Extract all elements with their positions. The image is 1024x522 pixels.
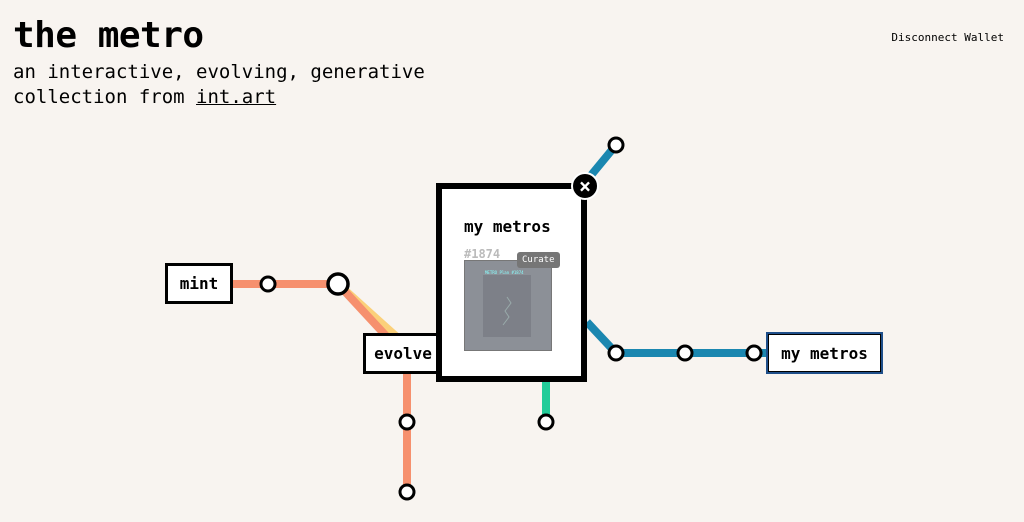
metro-line-art (502, 296, 512, 326)
close-icon[interactable]: × (571, 172, 599, 200)
disconnect-wallet-button[interactable]: Disconnect Wallet (885, 30, 1010, 45)
int-art-link[interactable]: int.art (196, 86, 277, 108)
station-dot (398, 413, 416, 431)
station-my-metros-button[interactable]: my metros (766, 332, 883, 374)
station-dot (537, 413, 555, 431)
station-dot (607, 344, 625, 362)
station-dot (745, 344, 763, 362)
token-id: #1874 (464, 247, 501, 261)
subtitle-line-1: an interactive, evolving, generative (13, 61, 425, 83)
metro-card[interactable]: METRO Plan #1874 (464, 260, 552, 351)
station-evolve-button[interactable]: evolve (363, 333, 443, 374)
modal-title: my metros (464, 217, 551, 236)
station-dot (398, 483, 416, 501)
line-orange-diag (334, 280, 392, 342)
my-metros-modal: my metros #1874 METRO Plan #1874 Curate (436, 183, 587, 382)
card-caption: METRO Plan #1874 (485, 270, 524, 275)
curate-button[interactable]: Curate (517, 252, 560, 268)
station-interchange (326, 272, 350, 296)
station-dot (259, 275, 277, 293)
page-title: the metro (13, 15, 204, 56)
station-mint-button[interactable]: mint (165, 263, 233, 304)
station-dot (607, 136, 625, 154)
page-subtitle: an interactive, evolving, generative col… (13, 60, 425, 110)
subtitle-line-2: collection from (13, 86, 197, 108)
metro-thumbnail (483, 275, 531, 337)
station-dot (676, 344, 694, 362)
